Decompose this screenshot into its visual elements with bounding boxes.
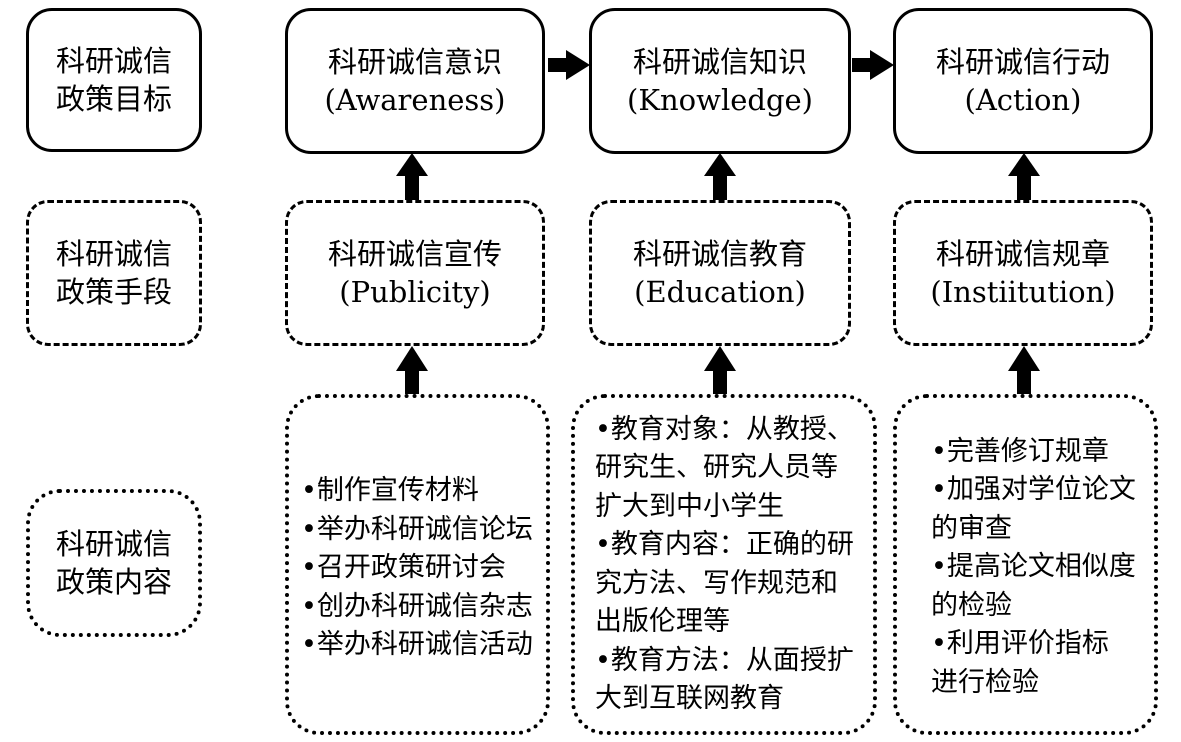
content-box-institution: •完善修订规章 •加强对学位论文 的审查 •提高论文相似度 的检验 •利用评价指… [893,394,1158,735]
arrow-institution-to-action [1008,153,1040,202]
content-publicity-item: •创办科研诚信杂志 [301,590,533,622]
row-label-content-line1: 科研诚信 [55,527,172,561]
content-publicity-item: •举办科研诚信活动 [301,629,533,661]
content-box-publicity: •制作宣传材料 •举办科研诚信论坛 •召开政策研讨会 •创办科研诚信杂志 •举办… [285,394,550,735]
content-institution-item: •利用评价指标 进行检验 [931,628,1109,698]
means-institution-zh: 科研诚信规章 [935,237,1110,271]
means-box-publicity: 科研诚信宣传 (Publicity) [285,200,545,346]
means-box-education: 科研诚信教育 (Education) [589,200,851,346]
content-institution-item: •加强对学位论文 的审查 [931,474,1136,544]
content-publicity-item: •制作宣传材料 [301,475,479,507]
content-institution-item: •提高论文相似度 的检验 [931,551,1136,621]
arrow-awareness-to-knowledge [548,50,590,80]
row-label-goal-line2: 政策目标 [55,82,172,116]
means-publicity-en: (Publicity) [339,275,491,309]
arrow-content2-to-education [704,346,736,397]
means-education-zh: 科研诚信教育 [632,237,807,271]
goal-box-awareness: 科研诚信意识 (Awareness) [285,8,545,154]
goal-box-knowledge: 科研诚信知识 (Knowledge) [589,8,851,154]
content-publicity-item: •举办科研诚信论坛 [301,513,533,545]
arrow-content3-to-institution [1008,346,1040,397]
content-education-item: •教育内容：正确的研 究方法、写作规范和 出版伦理等 [595,529,854,637]
arrow-publicity-to-awareness [396,153,428,202]
row-label-policy-content: 科研诚信 政策内容 [26,489,202,637]
content-education-item: •教育对象：从教授、 研究生、研究人员等 扩大到中小学生 [595,413,854,522]
means-box-institution: 科研诚信规章 (Instiitution) [893,200,1153,346]
goal-action-zh: 科研诚信行动 [935,45,1110,79]
goal-knowledge-en: (Knowledge) [627,83,813,117]
row-label-policy-means: 科研诚信 政策手段 [26,200,202,346]
row-label-means-line2: 政策手段 [55,275,172,309]
arrow-content1-to-publicity [396,346,428,397]
content-publicity-item: •召开政策研讨会 [301,552,506,584]
goal-action-en: (Action) [964,83,1082,117]
arrow-education-to-knowledge [704,153,736,202]
content-education-item: •教育方法：从面授扩 大到互联网教育 [595,644,854,715]
goal-box-action: 科研诚信行动 (Action) [893,8,1153,154]
row-label-goal-line1: 科研诚信 [55,44,172,78]
content-box-education: •教育对象：从教授、 研究生、研究人员等 扩大到中小学生 •教育内容：正确的研 … [571,394,877,735]
row-label-content-line2: 政策内容 [55,565,172,599]
goal-knowledge-zh: 科研诚信知识 [632,45,807,79]
goal-awareness-zh: 科研诚信意识 [327,45,502,79]
row-label-means-line1: 科研诚信 [55,237,172,271]
means-publicity-zh: 科研诚信宣传 [327,237,502,271]
content-institution-item: •完善修订规章 [931,435,1109,467]
goal-awareness-en: (Awareness) [324,83,506,117]
row-label-policy-goal: 科研诚信 政策目标 [26,8,202,152]
arrow-knowledge-to-action [852,50,894,80]
means-education-en: (Education) [634,275,806,309]
means-institution-en: (Instiitution) [930,275,1116,309]
